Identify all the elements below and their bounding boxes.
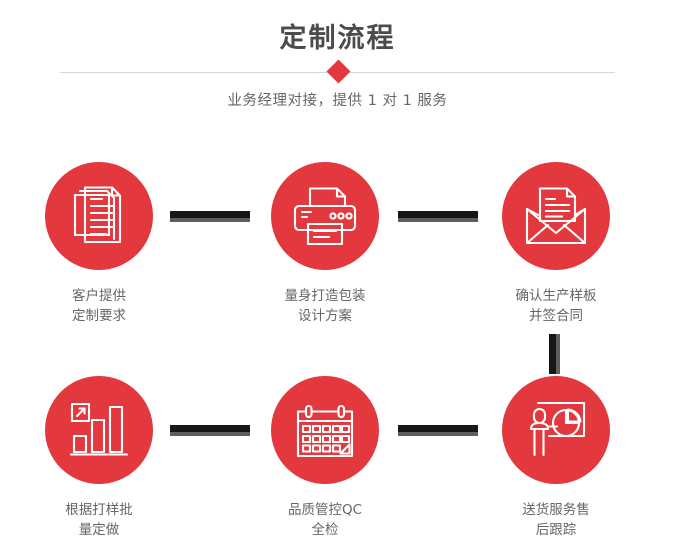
title-divider	[0, 59, 675, 88]
presenter-pie-chart-icon	[525, 400, 587, 460]
step-6-label: 送货服务售 后跟踪	[522, 502, 590, 538]
documents-stack-icon	[68, 185, 130, 247]
connector-bar-dark	[398, 211, 478, 218]
connector-bar-dark	[170, 425, 250, 432]
connector-step4-step5	[170, 425, 250, 436]
envelope-document-icon	[524, 187, 588, 245]
step-1-label: 客户提供 定制要求	[72, 288, 126, 324]
connector-step1-step2	[170, 211, 250, 222]
connector-bar-shadow	[398, 432, 478, 436]
step-4-circle	[45, 376, 153, 484]
step-2: 量身打造包装 设计方案	[245, 162, 405, 326]
step-4-label: 根据打样批 量定做	[65, 502, 133, 538]
step-2-label: 量身打造包装 设计方案	[284, 288, 366, 324]
step-1-circle	[45, 162, 153, 270]
step-6: 送货服务售 后跟踪	[476, 376, 636, 540]
connector-bar-shadow	[170, 432, 250, 436]
connector-bar-shadow	[398, 218, 478, 222]
step-1: 客户提供 定制要求	[19, 162, 179, 326]
bar-chart-growth-icon	[70, 402, 128, 458]
calendar-check-icon	[296, 401, 354, 459]
process-steps: 客户提供 定制要求 量身打造包装 设计方案	[0, 130, 675, 550]
page-title: 定制流程	[279, 23, 396, 54]
step-3-circle	[502, 162, 610, 270]
step-5: 品质管控QC 全检	[245, 376, 405, 540]
connector-step5-step6	[398, 425, 478, 436]
step-3-label: 确认生产样板 并签合同	[515, 288, 597, 324]
connector-step3-step4	[549, 334, 560, 374]
connector-step2-step3	[398, 211, 478, 222]
connector-bar-shadow	[556, 334, 560, 374]
step-2-circle	[271, 162, 379, 270]
connector-bar-shadow	[170, 218, 250, 222]
step-5-label: 品质管控QC 全检	[287, 502, 363, 538]
page-subtitle: 业务经理对接，提供 1 对 1 服务	[227, 93, 448, 109]
step-4: 根据打样批 量定做	[19, 376, 179, 540]
connector-bar-dark	[398, 425, 478, 432]
header: 定制流程 业务经理对接，提供 1 对 1 服务	[0, 0, 675, 130]
step-6-circle	[502, 376, 610, 484]
diamond-marker-icon	[326, 59, 351, 84]
step-5-circle	[271, 376, 379, 484]
printer-icon	[293, 186, 357, 246]
step-3: 确认生产样板 并签合同	[476, 162, 636, 326]
connector-bar-dark	[170, 211, 250, 218]
connector-bar-dark	[549, 334, 556, 374]
